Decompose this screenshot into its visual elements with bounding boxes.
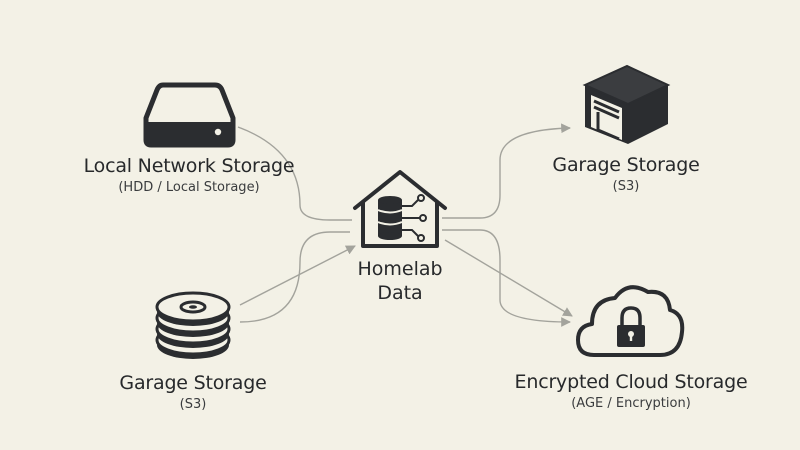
cloud-lock-icon xyxy=(576,285,685,357)
house-database-icon xyxy=(353,170,447,248)
garage-icon xyxy=(582,64,671,144)
connector-garage-left-to-homelab xyxy=(239,231,350,323)
connector-homelab-to-cloud-curve xyxy=(442,229,571,327)
disk-stack-icon xyxy=(155,291,231,359)
garage-storage-right-subtitle: (S3) xyxy=(612,179,640,194)
garage-storage-right-title: Garage Storage xyxy=(552,154,700,176)
connector-local-network-to-homelab xyxy=(237,126,352,221)
local-network-storage-title: Local Network Storage xyxy=(83,155,295,177)
homelab-data-line1: Homelab xyxy=(357,258,443,280)
hard-drive-icon xyxy=(143,82,236,148)
homelab-data-label: Homelab Data xyxy=(357,257,442,305)
garage-storage-left-subtitle: (S3) xyxy=(179,397,207,412)
connector-garage-left-to-homelab-arrow xyxy=(239,245,356,306)
homelab-data-line2: Data xyxy=(377,282,423,304)
connector-homelab-to-cloud-arrow xyxy=(444,239,573,317)
garage-storage-left-title: Garage Storage xyxy=(119,372,267,394)
connector-homelab-to-garage-right xyxy=(442,123,571,219)
connectors xyxy=(237,123,573,327)
local-network-storage-subtitle: (HDD / Local Storage) xyxy=(118,180,260,195)
encrypted-cloud-storage-title: Encrypted Cloud Storage xyxy=(514,371,748,393)
encrypted-cloud-storage-subtitle: (AGE / Encryption) xyxy=(571,396,691,411)
